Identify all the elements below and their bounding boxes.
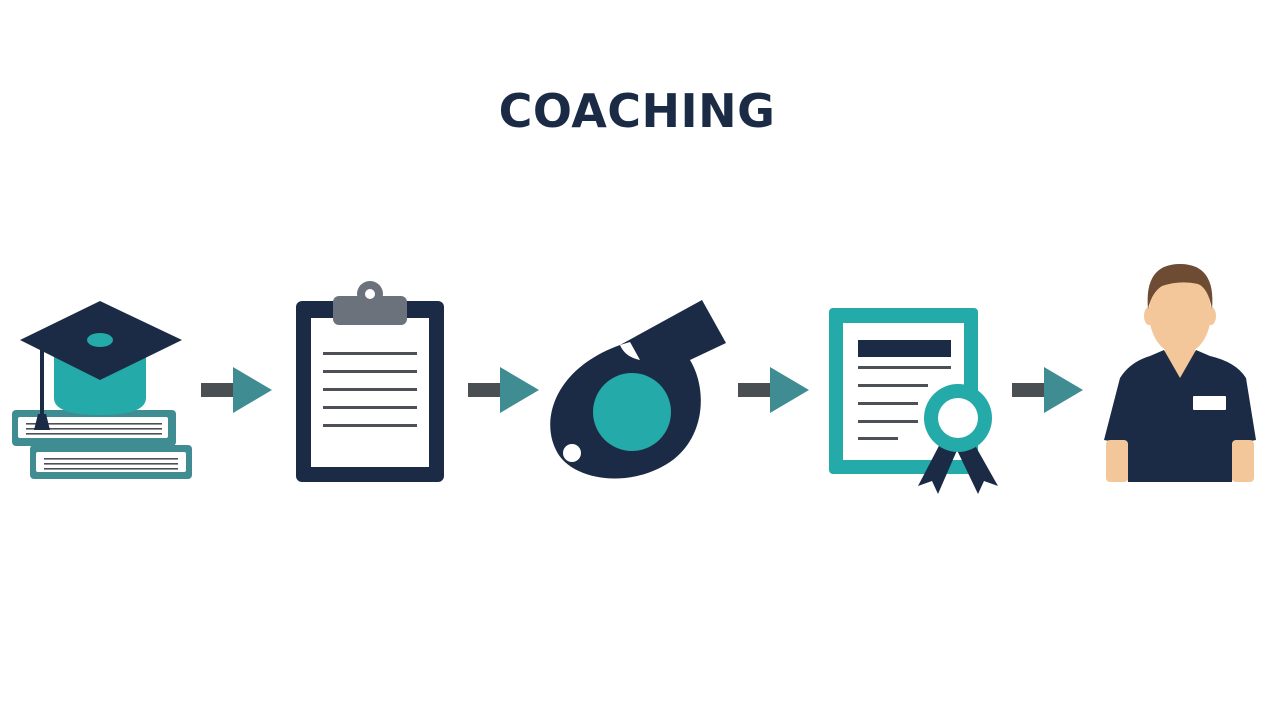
coach-person-icon <box>1104 264 1256 482</box>
clipboard-icon <box>296 281 444 482</box>
certificate-text-lines <box>858 366 951 440</box>
right-arrow-icon <box>738 367 809 413</box>
whistle-icon <box>550 300 726 479</box>
right-arrow-icon <box>468 367 539 413</box>
books-stack-icon <box>12 410 192 479</box>
book-page-lines <box>44 458 178 470</box>
award-ribbon-icon <box>918 384 998 494</box>
certificate-icon <box>829 308 998 494</box>
graduation-books-icon <box>12 301 192 479</box>
right-arrow-icon <box>201 367 272 413</box>
clipboard-text-lines <box>323 352 417 427</box>
right-arrow-icon <box>1012 367 1083 413</box>
diagram-title: COACHING <box>498 84 776 138</box>
graduation-cap-icon <box>20 301 182 430</box>
